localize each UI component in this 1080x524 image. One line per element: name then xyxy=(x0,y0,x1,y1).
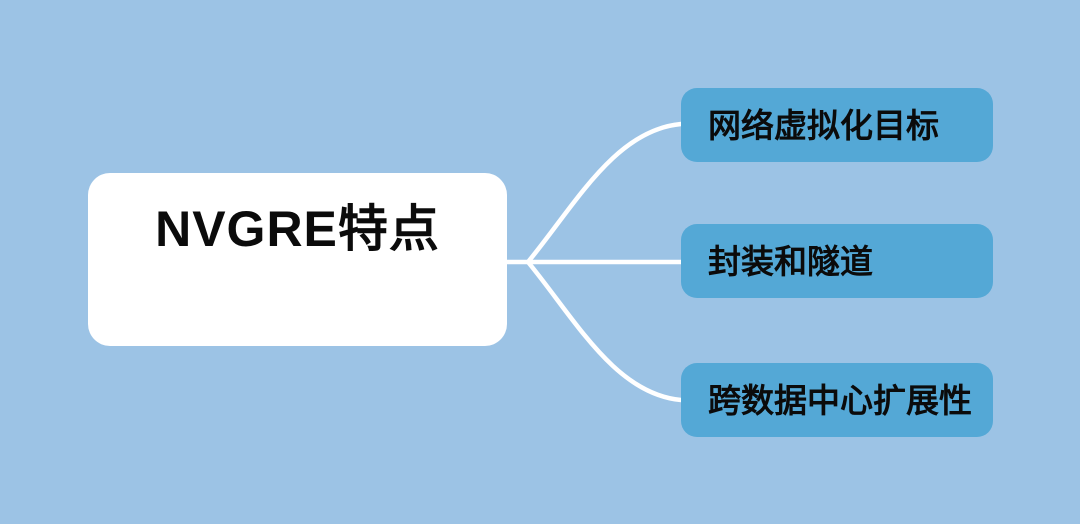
branch-node-label: 封装和隧道 xyxy=(708,242,873,280)
branch-node-network-virtualization-goal[interactable]: 网络虚拟化目标 xyxy=(681,88,993,162)
connector-top xyxy=(525,121,684,265)
connector-bottom xyxy=(525,259,684,403)
root-node-label: NVGRE特点 xyxy=(155,201,440,257)
branch-node-encapsulation-tunnel[interactable]: 封装和隧道 xyxy=(681,224,993,298)
branch-node-cross-datacenter-scalability[interactable]: 跨数据中心扩展性 xyxy=(681,363,993,437)
root-node[interactable]: NVGRE特点 xyxy=(88,173,507,346)
branch-node-label: 网络虚拟化目标 xyxy=(708,106,939,144)
branch-node-label: 跨数据中心扩展性 xyxy=(708,381,972,419)
